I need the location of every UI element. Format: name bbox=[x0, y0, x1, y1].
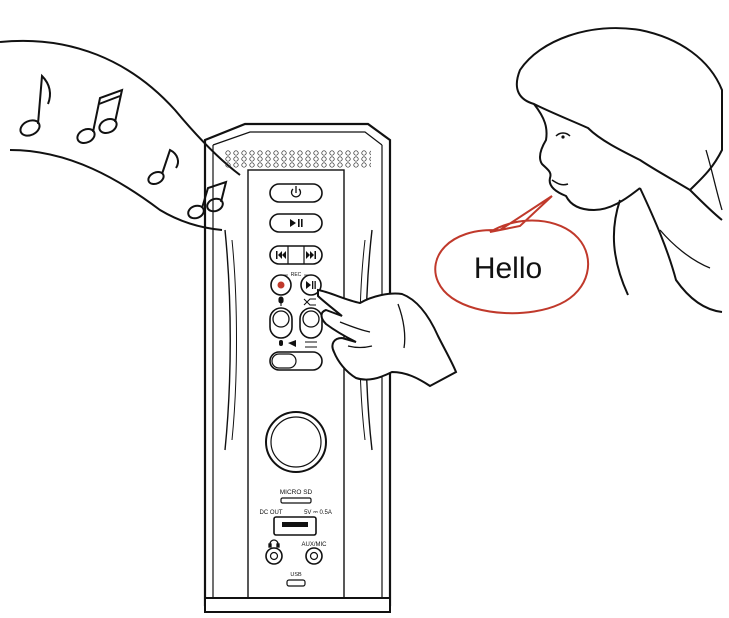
shuffle-icon bbox=[304, 299, 316, 305]
shuffle-toggle-switch[interactable] bbox=[300, 308, 322, 338]
speaker-grille bbox=[225, 150, 371, 168]
mode-slide-switch[interactable] bbox=[270, 352, 322, 370]
dc-out-spec: 5V ⎓ 0.5A bbox=[304, 510, 332, 516]
usb-a-port[interactable] bbox=[274, 517, 316, 535]
track-rocker[interactable] bbox=[270, 246, 322, 264]
volume-icon bbox=[288, 340, 296, 347]
music-note-icon bbox=[18, 76, 50, 139]
record-button[interactable] bbox=[271, 275, 291, 295]
micro-sd-slot[interactable] bbox=[281, 498, 311, 503]
record-icon bbox=[278, 282, 285, 289]
aux-mic-label: AUX/MIC bbox=[301, 542, 327, 548]
microphone-icon bbox=[279, 297, 283, 306]
music-note-icon bbox=[186, 182, 226, 220]
speech-bubble: Hello bbox=[435, 196, 588, 313]
microphone-icon bbox=[279, 340, 283, 346]
speech-bubble-text: Hello bbox=[474, 252, 542, 285]
aux-mic-jack[interactable] bbox=[306, 548, 322, 564]
micro-sd-label: MICRO SD bbox=[280, 489, 313, 496]
music-note-icon bbox=[146, 150, 178, 186]
volume-knob[interactable] bbox=[266, 412, 326, 472]
headphone-jack[interactable] bbox=[266, 548, 282, 564]
rec-label: REC bbox=[291, 272, 302, 278]
dc-out-label: DC OUT bbox=[260, 510, 283, 516]
repeat-icon bbox=[305, 342, 317, 347]
headphones-icon bbox=[269, 540, 279, 547]
hand-illustration bbox=[318, 290, 456, 386]
music-note-icon bbox=[75, 90, 122, 146]
mic-toggle-switch[interactable] bbox=[270, 308, 292, 338]
micro-usb-port[interactable] bbox=[287, 580, 305, 586]
usb-label: USB bbox=[290, 572, 302, 578]
power-button[interactable] bbox=[270, 184, 322, 202]
play-pause-button[interactable] bbox=[270, 214, 322, 232]
